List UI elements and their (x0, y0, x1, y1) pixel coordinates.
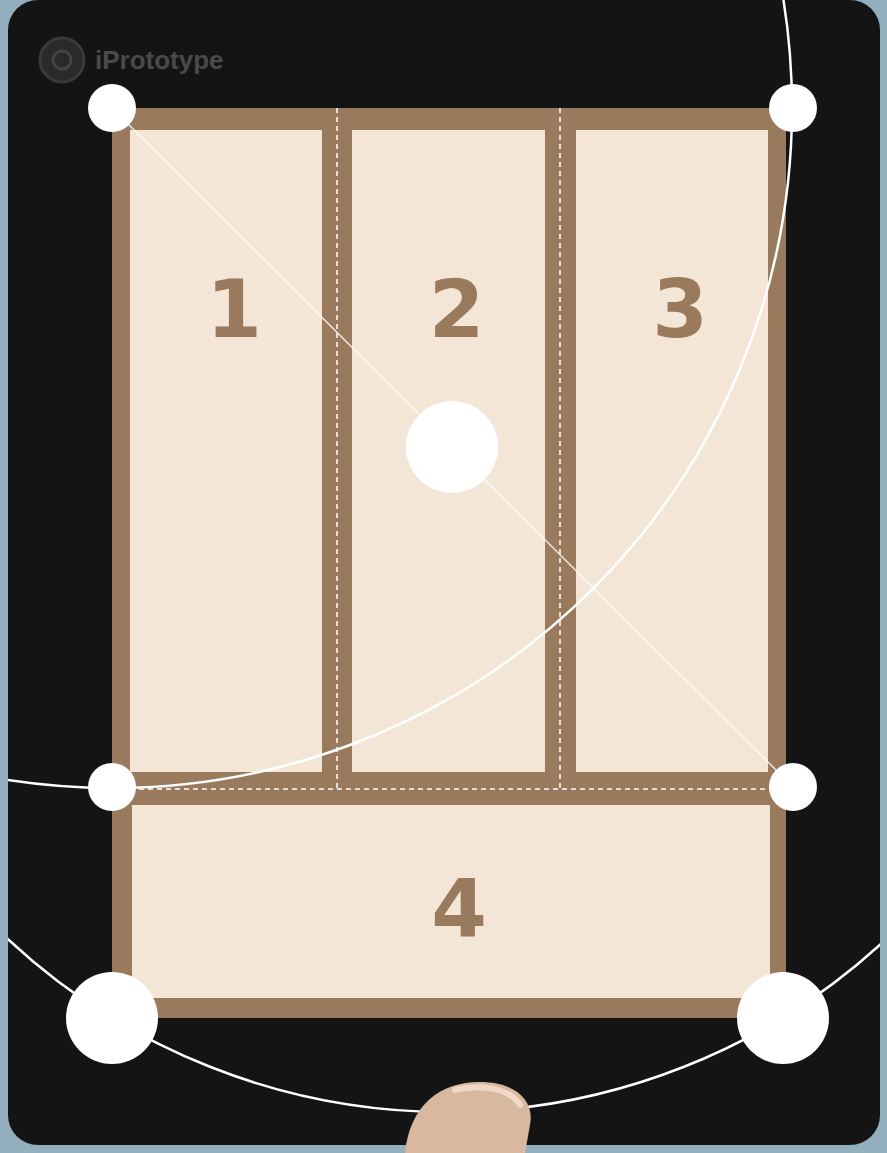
panel: 2 (352, 130, 561, 772)
guide-arc (8, 0, 792, 788)
panel-number: 4 (132, 870, 786, 950)
panel: 4 (132, 805, 786, 998)
center-handle (406, 401, 498, 493)
fingernail-shine (455, 1087, 520, 1105)
app-icon (40, 38, 84, 82)
fold-line (336, 108, 338, 790)
handles (66, 84, 829, 1064)
brown-frame (112, 108, 786, 1018)
fold-line (559, 108, 561, 790)
panel-number: 2 (352, 270, 561, 350)
panel-number: 3 (576, 270, 784, 350)
panel-paper (576, 130, 768, 772)
diagonal-guide (112, 108, 793, 787)
corner-handle (88, 763, 136, 811)
tablet-body (8, 0, 880, 1145)
app-watermark: iPrototype (95, 47, 224, 73)
panel: 1 (130, 130, 338, 772)
corner-handle (88, 84, 136, 132)
guide-arc (8, 0, 880, 1112)
corner-handle (769, 763, 817, 811)
panel-number: 1 (130, 270, 338, 350)
panel-paper (352, 130, 545, 772)
corner-handle (66, 972, 158, 1064)
fold-line (112, 788, 786, 790)
finger (405, 1082, 531, 1153)
corner-handle (769, 84, 817, 132)
corner-handle (737, 972, 829, 1064)
fold-lines (112, 108, 786, 790)
panel: 3 (576, 130, 784, 772)
guide-overlay (8, 0, 880, 1112)
app-icon-ring (53, 51, 71, 69)
panel-paper (130, 130, 322, 772)
